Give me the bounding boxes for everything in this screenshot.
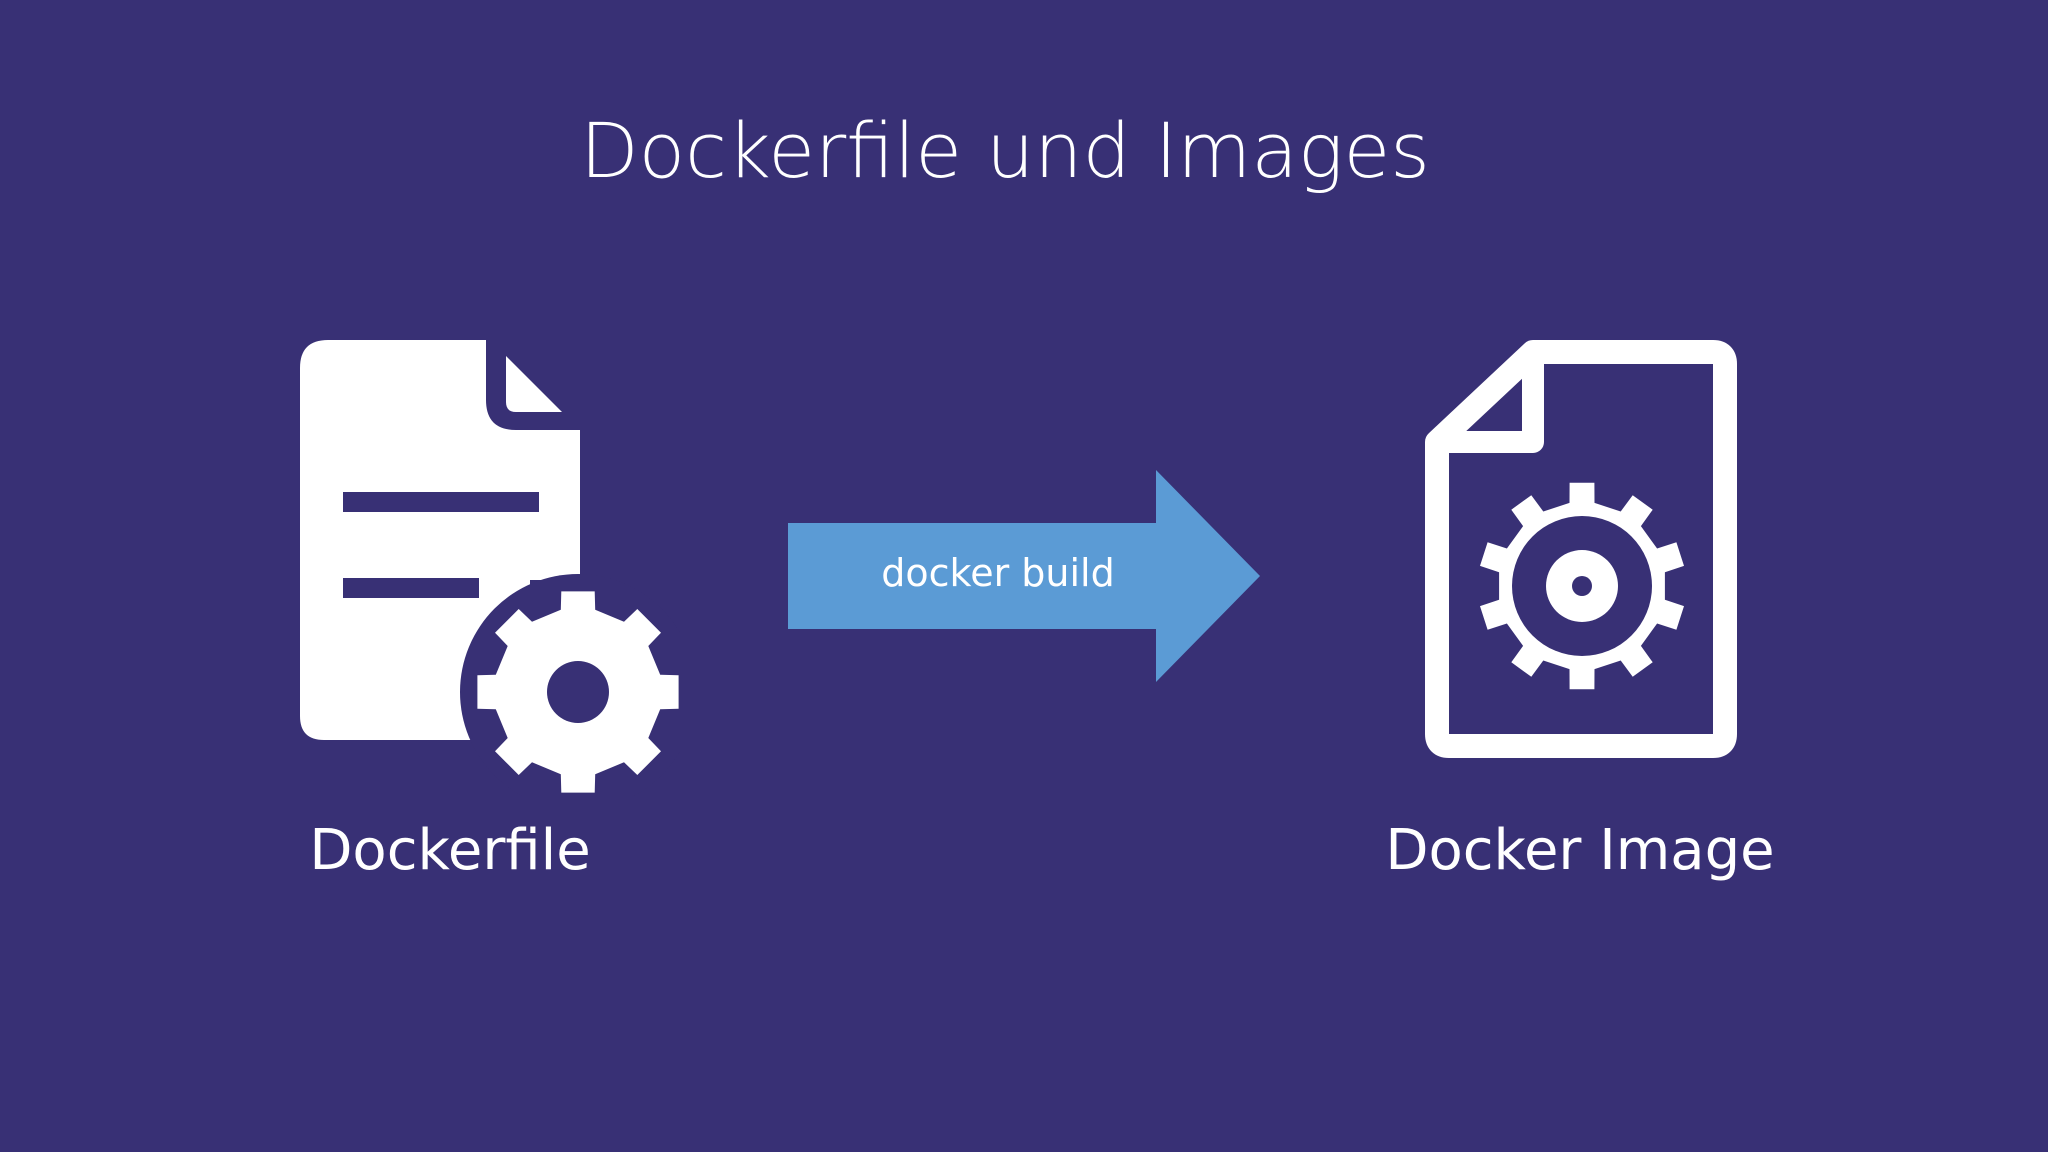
image-document-outline bbox=[1425, 340, 1737, 758]
gear-hub bbox=[547, 661, 609, 723]
document-line-1 bbox=[343, 492, 539, 512]
document-gear-outline-icon bbox=[1425, 340, 1737, 758]
image-document-fold bbox=[1439, 354, 1544, 453]
document-fold bbox=[506, 356, 562, 412]
docker-image-label: Docker Image bbox=[1385, 818, 1775, 883]
document-line-2 bbox=[343, 578, 479, 598]
right-arrow-icon bbox=[788, 470, 1260, 682]
document-body bbox=[300, 340, 580, 580]
slide-title: Dockerfile und Images bbox=[580, 106, 1430, 195]
docker-build-label: docker build bbox=[881, 551, 1115, 595]
document-gear-icon bbox=[300, 340, 680, 796]
dockerfile-label: Dockerfile bbox=[309, 818, 591, 883]
gear-center bbox=[1572, 576, 1592, 596]
